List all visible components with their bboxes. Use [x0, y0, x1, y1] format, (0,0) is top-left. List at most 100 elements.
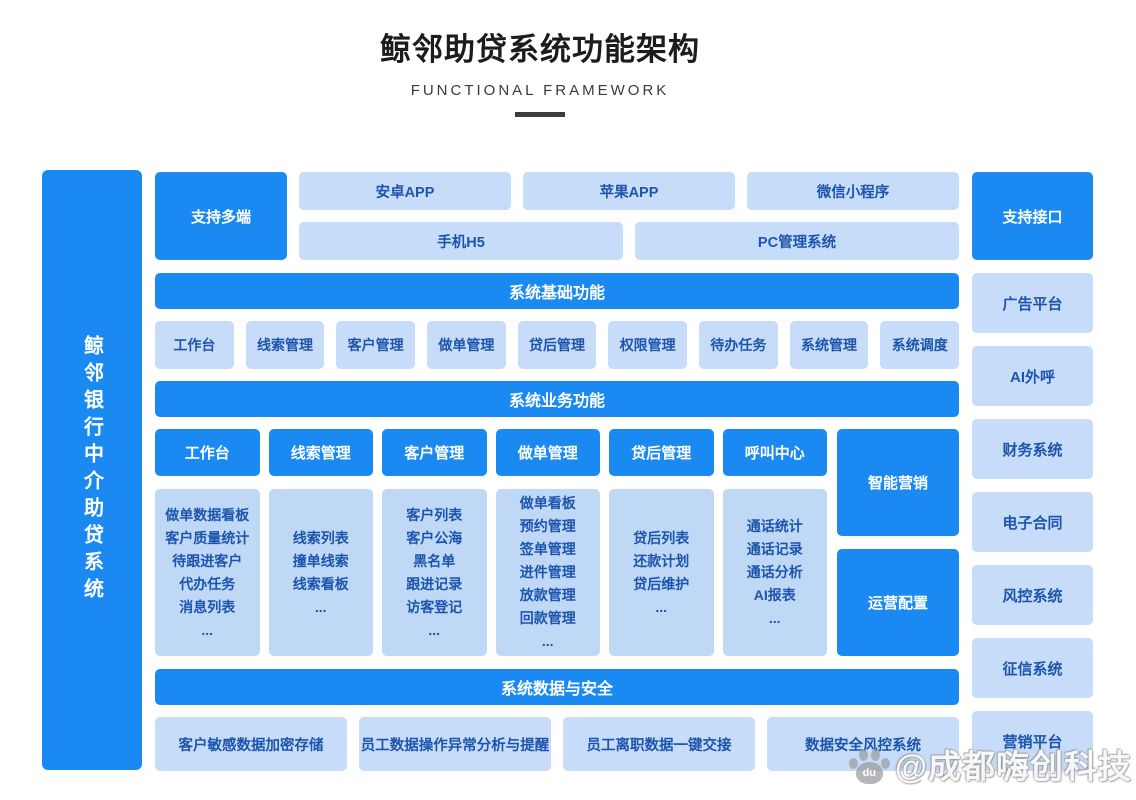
- interface-box: 财务系统: [972, 419, 1093, 479]
- business-column: 客户管理 客户列表客户公海黑名单跟进记录访客登记...: [382, 429, 487, 656]
- interface-box: AI外呼: [972, 346, 1093, 406]
- basic-function-box: 权限管理: [608, 321, 688, 369]
- business-list-item: ...: [201, 621, 214, 638]
- business-list-item: 做单看板: [519, 495, 576, 511]
- page-subtitle: FUNCTIONAL FRAMEWORK: [410, 82, 670, 99]
- title-underline: [515, 112, 565, 117]
- business-column: 工作台 做单数据看板客户质量统计待跟进客户代办任务消息列表...: [155, 429, 260, 656]
- business-list-item: 线索列表: [292, 529, 349, 546]
- data-security-box: 客户敏感数据加密存储: [155, 717, 347, 771]
- section-bar-business-functions: 系统业务功能: [155, 381, 959, 417]
- business-column-list: 做单看板预约管理签单管理进件管理放款管理回款管理...: [520, 492, 576, 653]
- basic-function-box: 贷后管理: [517, 321, 597, 369]
- section-bar-data-security: 系统数据与安全: [155, 669, 959, 705]
- header: 鲸邻助贷系统功能架构 FUNCTIONAL FRAMEWORK: [0, 24, 1080, 117]
- business-column-header: 呼叫中心: [722, 429, 827, 476]
- business-list-item: 客户列表: [406, 506, 463, 523]
- business-side-column: 智能营销 运营配置: [837, 429, 959, 656]
- business-list-item: ...: [655, 598, 668, 615]
- platform-box: 苹果APP: [523, 172, 735, 210]
- business-functions-section: 工作台 做单数据看板客户质量统计待跟进客户代办任务消息列表... 线索管理: [155, 429, 959, 656]
- business-list-item: 待跟进客户: [172, 552, 243, 569]
- badge-smart-marketing: 智能营销: [837, 429, 959, 536]
- business-list-item: AI报表: [753, 587, 796, 603]
- business-list-item: ...: [428, 621, 441, 638]
- business-list-item: 预约管理: [519, 518, 576, 534]
- business-column-list: 贷后列表还款计划贷后维护...: [633, 527, 689, 619]
- business-list-item: 跟进记录: [406, 575, 463, 592]
- basic-function-box: 工作台: [155, 321, 234, 369]
- business-list-item: 撞单线索: [292, 552, 349, 569]
- business-list-item: 还款计划: [633, 552, 690, 569]
- business-column-body: 线索列表撞单线索线索看板...: [268, 489, 373, 656]
- data-security-box: 员工数据操作异常分析与提醒: [359, 717, 551, 771]
- business-list-item: 做单数据看板: [165, 506, 250, 523]
- business-list-item: 访客登记: [406, 598, 463, 615]
- business-list-item: ...: [314, 598, 327, 615]
- business-column-header: 客户管理: [382, 429, 487, 476]
- basic-function-box: 系统调度: [880, 321, 960, 369]
- platform-row-2: 手机H5 PC管理系统: [299, 222, 959, 260]
- business-list-item: 放款管理: [519, 587, 576, 603]
- basic-function-box: 客户管理: [336, 321, 416, 369]
- business-column-body: 贷后列表还款计划贷后维护...: [609, 489, 714, 656]
- basic-function-box: 待办任务: [699, 321, 778, 369]
- business-column-list: 做单数据看板客户质量统计待跟进客户代办任务消息列表...: [165, 504, 249, 642]
- business-list-item: 客户质量统计: [165, 529, 250, 546]
- business-list-item: 通话统计: [746, 518, 803, 534]
- business-list-item: 通话记录: [746, 541, 803, 557]
- business-list-item: 代办任务: [179, 575, 236, 592]
- basic-function-box: 做单管理: [427, 321, 506, 369]
- multi-end-section: 支持多端 安卓APP 苹果APP 微信小程序 手机H5 PC管理系统: [155, 172, 959, 260]
- interface-box: 广告平台: [972, 273, 1093, 333]
- business-column-body: 客户列表客户公海黑名单跟进记录访客登记...: [382, 489, 487, 656]
- business-column: 贷后管理 贷后列表还款计划贷后维护...: [609, 429, 714, 656]
- left-system-bar: 鲸邻银行中介助贷系统: [42, 170, 142, 770]
- business-list-item: 贷后列表: [633, 529, 690, 546]
- business-column-list: 线索列表撞单线索线索看板...: [293, 527, 349, 619]
- business-list-item: 通话分析: [746, 564, 803, 580]
- business-column-body: 做单数据看板客户质量统计待跟进客户代办任务消息列表...: [155, 489, 260, 656]
- data-security-box: 数据安全风控系统: [767, 717, 959, 771]
- business-column-body: 做单看板预约管理签单管理进件管理放款管理回款管理...: [495, 489, 600, 656]
- business-list-item: ...: [541, 633, 554, 649]
- business-column-list: 客户列表客户公海黑名单跟进记录访客登记...: [406, 504, 462, 642]
- platform-grid: 安卓APP 苹果APP 微信小程序 手机H5 PC管理系统: [299, 172, 959, 260]
- business-list-item: 消息列表: [179, 598, 236, 615]
- business-column-header: 贷后管理: [609, 429, 714, 476]
- business-column: 线索管理 线索列表撞单线索线索看板...: [268, 429, 373, 656]
- business-list-item: 回款管理: [519, 610, 576, 626]
- business-column: 做单管理 做单看板预约管理签单管理进件管理放款管理回款管理...: [495, 429, 600, 656]
- business-columns: 工作台 做单数据看板客户质量统计待跟进客户代办任务消息列表... 线索管理: [155, 429, 827, 656]
- platform-box: 手机H5: [299, 222, 623, 260]
- platform-box: 安卓APP: [299, 172, 511, 210]
- badge-multi-end: 支持多端: [155, 172, 287, 260]
- interface-box: 征信系统: [972, 638, 1093, 698]
- business-column-header: 工作台: [155, 429, 260, 476]
- data-security-box: 员工离职数据一键交接: [563, 717, 755, 771]
- business-list-item: 客户公海: [406, 529, 463, 546]
- basic-function-box: 系统管理: [789, 321, 869, 369]
- page-title: 鲸邻助贷系统功能架构: [380, 32, 700, 67]
- section-bar-basic-functions: 系统基础功能: [155, 273, 959, 309]
- basic-function-box: 线索管理: [245, 321, 325, 369]
- basic-functions-row: 工作台线索管理客户管理做单管理贷后管理权限管理待办任务系统管理系统调度: [155, 321, 960, 369]
- badge-interfaces: 支持接口: [972, 172, 1093, 260]
- platform-box: 微信小程序: [747, 172, 959, 210]
- interface-box: 电子合同: [972, 492, 1093, 552]
- badge-operations-config: 运营配置: [837, 549, 959, 656]
- data-security-row: 客户敏感数据加密存储员工数据操作异常分析与提醒员工离职数据一键交接数据安全风控系…: [155, 717, 959, 771]
- left-system-bar-label: 鲸邻银行中介助贷系统: [80, 335, 103, 605]
- business-column-header: 做单管理: [495, 429, 600, 476]
- center-column: 支持多端 安卓APP 苹果APP 微信小程序 手机H5 PC管理系统 系统基础功能 工…: [155, 172, 960, 771]
- platform-box: PC管理系统: [635, 222, 959, 260]
- business-list-item: 贷后维护: [633, 575, 690, 592]
- interface-box: 风控系统: [972, 565, 1093, 625]
- business-list-item: 线索看板: [292, 575, 349, 592]
- platform-row-1: 安卓APP 苹果APP 微信小程序: [299, 172, 959, 210]
